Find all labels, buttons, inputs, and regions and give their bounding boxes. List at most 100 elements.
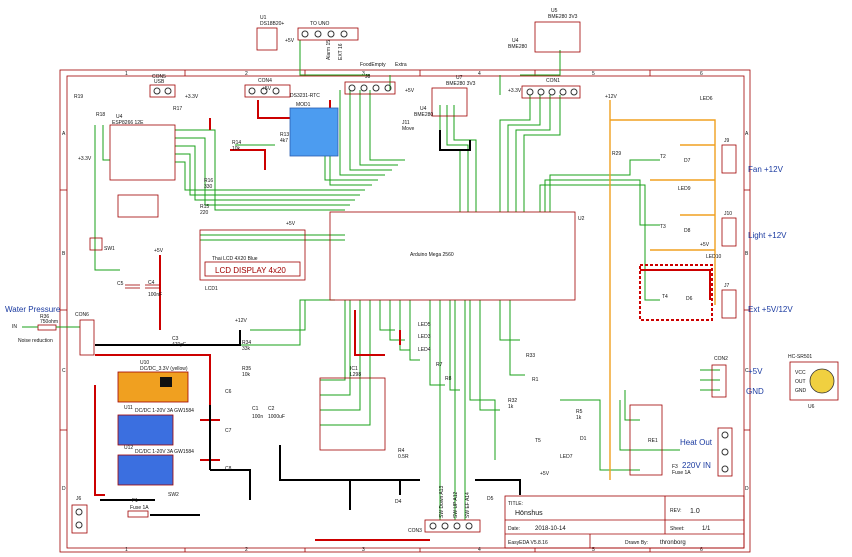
col-label-2: 2 xyxy=(245,71,248,77)
r1-ref: R1 xyxy=(532,377,539,383)
pwr-3v3-left: +3.3V xyxy=(78,156,92,162)
c4-value: 100nF xyxy=(148,292,162,298)
t5-ref: T5 xyxy=(535,438,541,444)
con4: CON4 DS3231-RTC xyxy=(244,78,320,99)
col-label-4b: 4 xyxy=(478,547,481,553)
ext-output: J7 Ext +5V/12V xyxy=(721,283,793,319)
c1-ref: C1 xyxy=(252,406,259,412)
ext-label: Ext +5V/12V xyxy=(748,305,793,314)
power-5v-wires xyxy=(94,100,711,541)
r15-ref: R15 xyxy=(200,204,209,210)
pwr-5v-ext: +5V xyxy=(700,242,710,248)
extra-label: Extra xyxy=(395,62,407,68)
date-value: 2018-10-14 xyxy=(535,526,566,532)
col-label-3: 3 xyxy=(362,71,365,77)
c3-value: 470pF xyxy=(172,342,186,348)
col-label-5b: 5 xyxy=(592,547,595,553)
r15-value: 220 xyxy=(200,210,209,216)
water-pressure-label: Water Pressure xyxy=(5,305,61,314)
row-label-c: C xyxy=(62,368,66,374)
lcd-display-label: LCD DISPLAY 4x20 xyxy=(215,266,286,275)
water-pressure-input: Water Pressure IN Noise reduction R36 75… xyxy=(5,305,186,356)
light-output: J10 Light +12V xyxy=(721,211,787,247)
food-label: FoodEmpty xyxy=(360,62,386,68)
fan-output: J9 Fan +12V xyxy=(721,138,784,174)
f1-ref: F1 xyxy=(132,498,138,504)
con5-usb: CON5 USB xyxy=(149,74,176,98)
ext16-label: EXT 16 xyxy=(338,43,344,60)
r35-value: 10k xyxy=(242,372,251,378)
u12-name: DC/DC 1-20V 3A GW1584 xyxy=(135,449,194,455)
led4-ref: LED4 xyxy=(418,347,431,353)
u11-dcdc: DC/DC 1-20V 3A GW1584 U11 xyxy=(117,405,194,446)
mega-name: Arduino Mega 2560 xyxy=(410,252,454,258)
u6-ref: U6 xyxy=(808,404,815,410)
pwr-3v3-esp: +3.3V xyxy=(185,94,199,100)
r19-ref: R19 xyxy=(74,94,83,100)
rtc-label: DS3231-RTC xyxy=(290,93,320,99)
u10-ref: U10 xyxy=(140,360,149,366)
r33-ref: R33 xyxy=(526,353,535,359)
u5-ref: U5 xyxy=(551,8,558,14)
j6-power-in: J6 F1 Fuse 1A SW2 xyxy=(71,492,179,534)
u10-name: DC/DC_3.3V (yellow) xyxy=(140,366,188,372)
led9-ref: LED9 xyxy=(678,186,691,192)
fuse1-label: Fuse 1A xyxy=(130,505,149,511)
c2-ref: C2 xyxy=(268,406,275,412)
row-label-d-right: D xyxy=(745,486,749,492)
con3-ref: CON3 xyxy=(408,528,422,534)
u5-name: BME280 3V3 xyxy=(548,14,578,20)
j10-ref: J10 xyxy=(724,211,732,217)
heat-out-terminals: Heat Out 220V IN F3 Fuse 1A xyxy=(672,427,733,477)
r36-value: 750ohm xyxy=(40,319,58,325)
r32-value: 1k xyxy=(508,404,514,410)
r5-value: 1k xyxy=(576,415,582,421)
gnd-wires xyxy=(95,130,521,516)
sw-down-label: SW Down A13 xyxy=(439,486,445,518)
r5-ref: R5 xyxy=(576,409,583,415)
r18-ref: R18 xyxy=(96,112,105,118)
mod1-ref: MOD1 xyxy=(296,102,311,108)
con3: CON3 SW Down A13 SW UP A12 SW EF A14 xyxy=(408,486,481,534)
c8-ref: C8 xyxy=(225,466,232,472)
col-label-6: 6 xyxy=(700,71,703,77)
ic1-l298: IC1 L298 xyxy=(319,366,386,451)
fuse3-label: Fuse 1A xyxy=(672,470,691,476)
drawn-label: Drawn By: xyxy=(625,540,648,546)
led6-ref: LED6 xyxy=(700,96,713,102)
title-value: Hönshus xyxy=(515,510,543,517)
sw1-ref: SW1 xyxy=(104,246,115,252)
r8-ref: R8 xyxy=(445,376,452,382)
pwr-12v-right: +12V xyxy=(605,94,617,100)
c5-c4-caps: C5 C4 100nF xyxy=(117,280,162,298)
u7-bme280: U7 BME280 3V3 U4 BME280 xyxy=(414,75,476,118)
r35-ref: R35 xyxy=(242,366,251,372)
pwr-5v-bottom: +5V xyxy=(540,471,550,477)
sw1-switch: SW1 xyxy=(89,237,115,252)
col-label-4: 4 xyxy=(478,71,481,77)
mega-ref: U2 xyxy=(578,216,585,222)
j8-ref: J8 xyxy=(365,74,371,80)
esp-ref: U4 xyxy=(116,114,123,120)
hcsr-gnd: GND xyxy=(795,388,807,394)
t3-ref: T3 xyxy=(660,224,666,230)
pwr-5v-j8: +5V xyxy=(405,88,415,94)
re1-relay: RE1 xyxy=(629,404,663,476)
r7-ref: R7 xyxy=(436,362,443,368)
signal-wires xyxy=(94,40,720,520)
d7-ref: D7 xyxy=(684,158,691,164)
c4-ref: C4 xyxy=(148,280,155,286)
c7-ref: C7 xyxy=(225,428,232,434)
f3-ref: F3 xyxy=(672,464,678,470)
sw-up-label: SW UP A12 xyxy=(453,491,459,518)
ext-voltage-select-box xyxy=(639,264,713,321)
u2-arduino-mega: Arduino Mega 2560 U2 xyxy=(329,211,585,301)
tool-label: EasyEDA V5.8.16 xyxy=(508,540,548,546)
u4-top-name: BME280 xyxy=(508,44,527,50)
u1-ds18b20: U1 DS18B20+ xyxy=(256,15,284,51)
con2: CON2 xyxy=(711,356,728,398)
lcd-title: Thai LCD 4X20 Blue xyxy=(212,256,258,262)
u5-bme280: U5 BME280 3V3 U4 BME280 xyxy=(508,8,581,53)
u6-hc-sr501: HC-SR501 VCC OUT GND U6 xyxy=(788,354,839,410)
